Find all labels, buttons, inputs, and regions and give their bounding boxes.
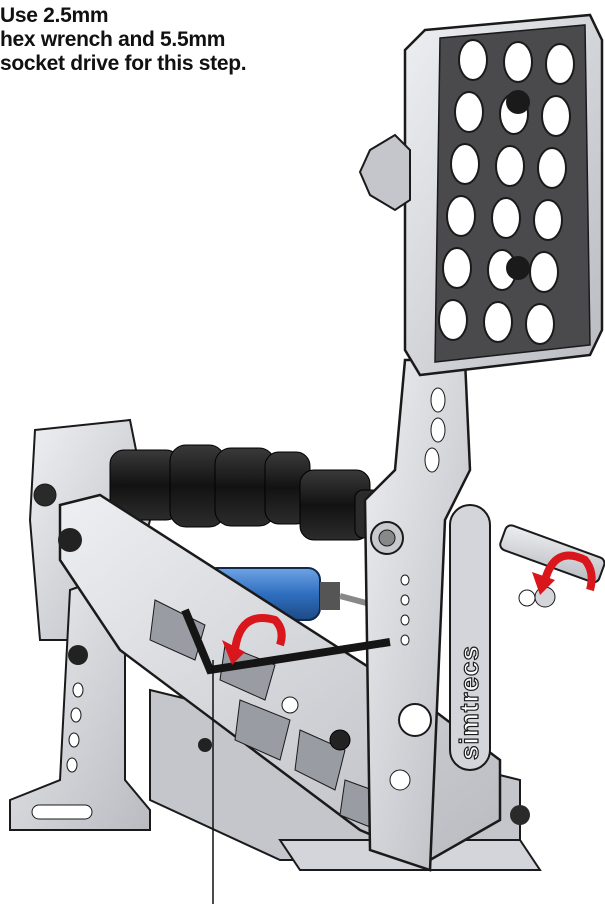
adjustment-knob <box>358 133 411 212</box>
pedal-hole <box>438 299 468 341</box>
instruction-line-1: Use 2.5mm <box>0 4 109 27</box>
rotation-arrow-icon <box>532 551 596 595</box>
pedal-hole <box>541 95 571 137</box>
instruction-line-2: hex wrench and 5.5mm <box>0 28 226 51</box>
pedal-hole <box>454 91 484 133</box>
simtrecs-logo: simtrecs <box>454 645 484 760</box>
pedal-hole <box>450 143 480 185</box>
pedal-hole <box>525 303 555 345</box>
rotation-arrow-icon <box>222 614 286 665</box>
instruction-line-3: socket drive for this step. <box>0 52 247 75</box>
pedal-holes <box>438 39 575 345</box>
pedal-bolt <box>506 256 530 280</box>
pedal-bolt <box>506 90 530 114</box>
hex-wrench-icon <box>181 608 391 675</box>
instruction-text: Use 2.5mm hex wrench and 5.5mm socket dr… <box>0 4 330 76</box>
damper-stack <box>109 444 386 541</box>
pedal-hole <box>503 41 533 83</box>
pedal-arm <box>363 358 491 872</box>
pedal-hole <box>537 147 567 189</box>
pedal-hole <box>491 197 521 239</box>
pedal-hole <box>495 145 525 187</box>
pedal-hole <box>483 301 513 343</box>
pedal-hole <box>446 195 476 237</box>
pedal-hole <box>458 39 488 81</box>
pedal-hole <box>533 199 563 241</box>
pedal-hole <box>442 247 472 289</box>
pedal-hole <box>529 251 559 293</box>
pedal-hole <box>545 43 575 85</box>
